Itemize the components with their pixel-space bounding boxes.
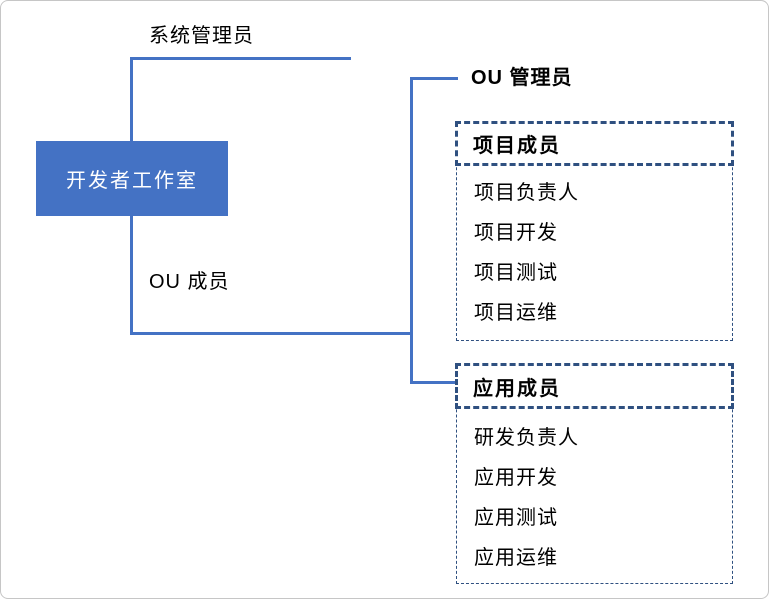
group-header-label: 应用成员: [473, 377, 561, 400]
root-node-developer-studio: 开发者工作室: [36, 141, 228, 216]
group-header-label: 项目成员: [473, 135, 561, 157]
branch-label-ou-member: OU 成员: [149, 271, 230, 293]
connector-vertical-right: [410, 77, 413, 384]
group-item: 应用测试: [474, 506, 558, 529]
group-item: 项目开发: [474, 221, 558, 244]
branch-label-system-admin: 系统管理员: [149, 25, 254, 47]
connector-horizontal-bottom: [130, 332, 413, 335]
group-header-project-members: 项目成员: [455, 121, 734, 166]
connector-horizontal-top: [130, 57, 351, 60]
group-header-application-members: 应用成员: [455, 363, 734, 409]
root-node-label: 开发者工作室: [66, 170, 198, 192]
group-box-application-members: 应用成员 研发负责人 应用开发 应用测试 应用运维: [455, 363, 734, 584]
connector-horizontal-right-top: [410, 77, 458, 80]
group-item: 项目测试: [474, 261, 558, 284]
group-item-list: 项目负责人 项目开发 项目测试 项目运维: [457, 170, 732, 330]
group-item: 研发负责人: [474, 426, 579, 449]
group-item-list: 研发负责人 应用开发 应用测试 应用运维: [457, 415, 732, 575]
group-box-project-members: 项目成员 项目负责人 项目开发 项目测试 项目运维: [455, 121, 734, 341]
group-item: 应用开发: [474, 466, 558, 489]
connector-horizontal-right-bottom: [410, 381, 458, 384]
group-item: 应用运维: [474, 546, 558, 569]
branch-label-ou-admin: OU 管理员: [471, 67, 573, 89]
group-item: 项目运维: [474, 301, 558, 324]
group-item: 项目负责人: [474, 181, 579, 204]
